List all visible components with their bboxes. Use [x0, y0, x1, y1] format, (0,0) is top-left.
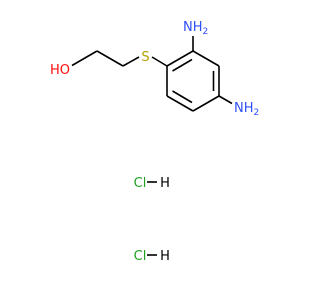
amine-right-subscript: 2 — [254, 108, 260, 118]
salt-2-chlorine: Cl — [134, 249, 147, 264]
hydroxyl-label: HO — [50, 63, 70, 78]
ring-double-1 — [172, 58, 193, 72]
sulfur-label: S — [141, 50, 149, 65]
amine-right-nh: NH — [234, 101, 254, 116]
salt-1-hydrogen: H — [160, 176, 170, 191]
hydrochloride-salts: Cl H Cl H — [134, 176, 170, 264]
bond-o-c1 — [71, 50, 98, 67]
ring-double-3 — [172, 90, 193, 104]
bond-c1-c2 — [96, 50, 124, 67]
amine-right-label: NH2 — [234, 101, 259, 118]
ring-bond-1 — [166, 50, 194, 67]
ring-bond-5 — [166, 95, 194, 112]
amine-top-subscript: 2 — [203, 27, 209, 37]
amine-top-label: NH2 — [183, 20, 208, 37]
atom-labels: HO S NH2 NH2 — [50, 20, 259, 118]
amine-top-nh: NH — [183, 20, 203, 35]
salt-2-hydrogen: H — [160, 249, 170, 264]
ring-bond-2 — [192, 50, 220, 67]
molecule-structure: HO S NH2 NH2 Cl H Cl H — [50, 20, 259, 264]
ring-bond-4 — [192, 95, 220, 112]
salt-1-chlorine: Cl — [134, 176, 147, 191]
bond-s-ring — [151, 56, 168, 67]
bonds — [71, 36, 233, 256]
bond-c2-s — [122, 56, 140, 67]
bond-ring-nh2-right — [218, 95, 233, 105]
